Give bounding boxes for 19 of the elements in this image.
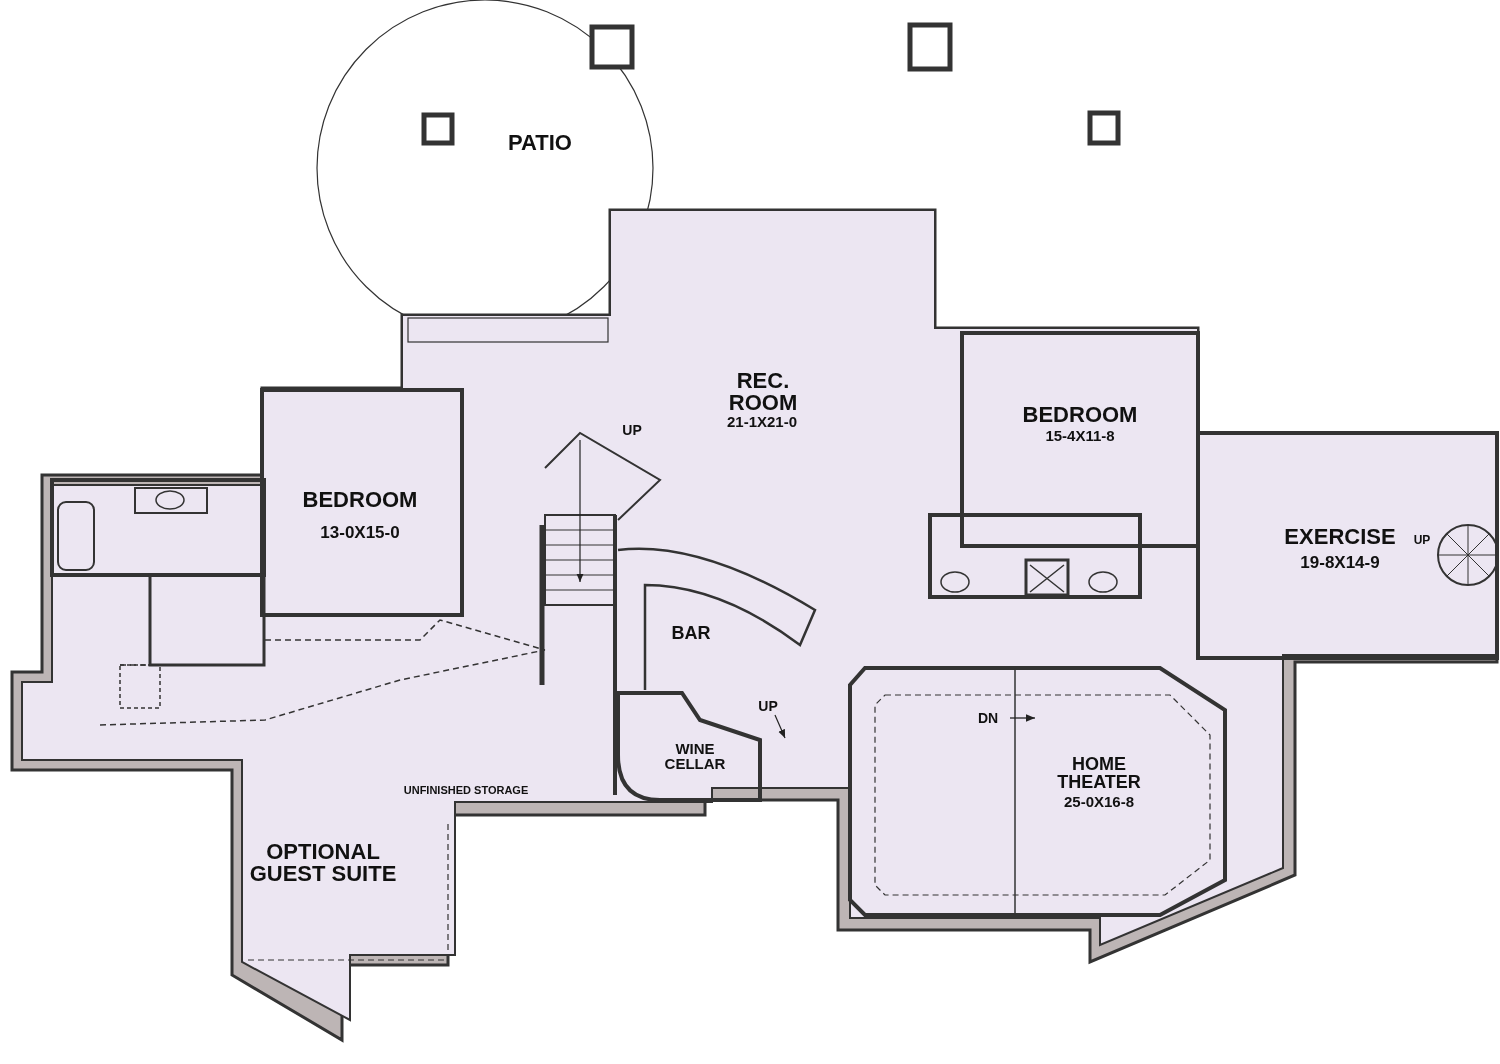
- room-dimension: 13-0X15-0: [320, 523, 400, 541]
- room-label: REC. ROOM: [727, 370, 799, 414]
- stair-direction-label: UP: [758, 699, 778, 713]
- room-label: BEDROOM: [1022, 404, 1138, 426]
- room-dimension: 21-1X21-0: [726, 413, 798, 429]
- room-dimension: 25-0X16-8: [1063, 793, 1135, 809]
- room-label: WINE CELLAR: [663, 741, 727, 771]
- stair-direction-label: UP: [622, 423, 642, 437]
- room-label: PATIO: [508, 132, 572, 154]
- room-label: BEDROOM: [302, 489, 418, 511]
- room-label: BAR: [671, 624, 711, 642]
- room-label: UNFINISHED STORAGE: [403, 784, 529, 796]
- stair-direction-label: DN: [977, 711, 999, 725]
- stair-direction-label: UP: [1413, 534, 1431, 546]
- room-dimension: 19-8X14-9: [1300, 553, 1380, 571]
- room-label: OPTIONAL GUEST SUITE: [248, 841, 398, 885]
- room-label: HOME THEATER: [1056, 755, 1142, 791]
- room-label: EXERCISE: [1284, 526, 1396, 548]
- room-dimension: 15-4X11-8: [1045, 427, 1115, 443]
